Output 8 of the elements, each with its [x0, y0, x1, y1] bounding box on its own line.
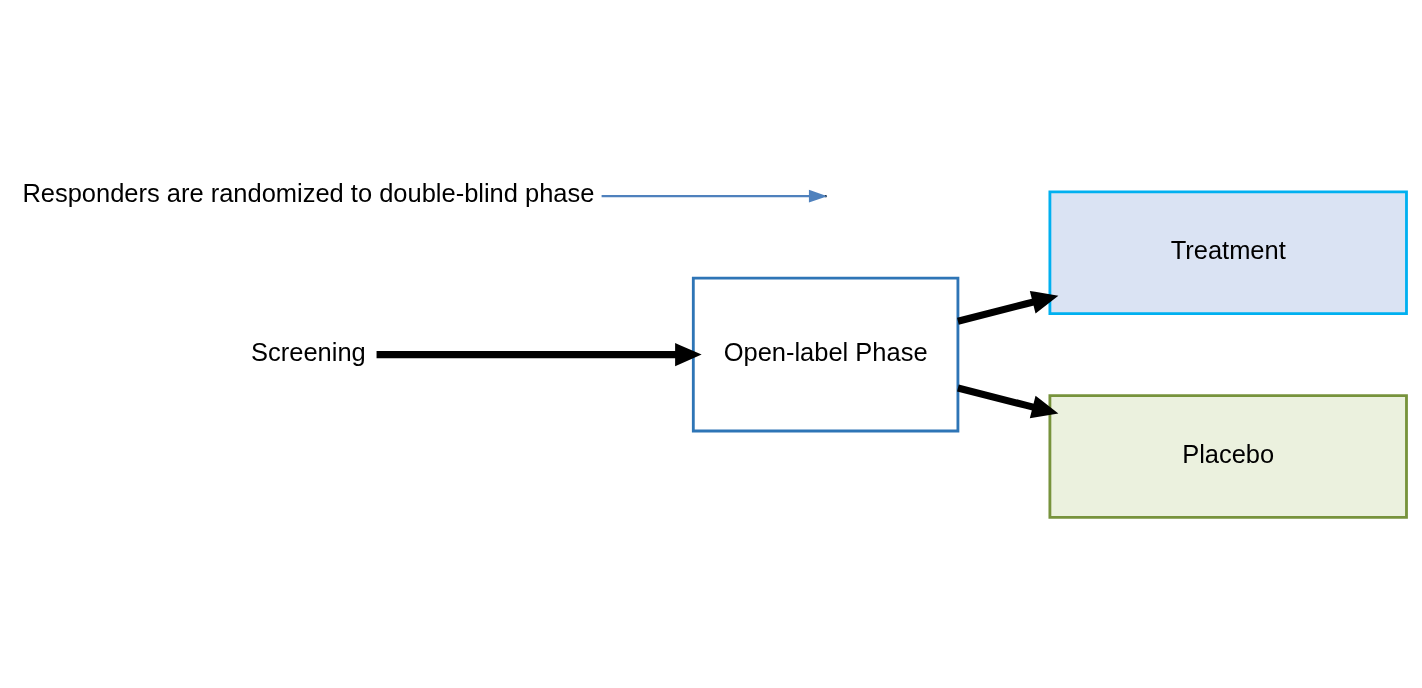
- node-box: Placebo: [1048, 394, 1408, 519]
- arrow: [957, 290, 1059, 325]
- node-box: Treatment: [1048, 190, 1408, 315]
- arrow: [376, 343, 702, 367]
- node-text: Screening: [251, 337, 366, 366]
- arrow: [957, 384, 1059, 419]
- node-text: Responders are randomized to double-blind phase: [22, 179, 595, 208]
- node-box: Open-label Phase: [691, 276, 960, 433]
